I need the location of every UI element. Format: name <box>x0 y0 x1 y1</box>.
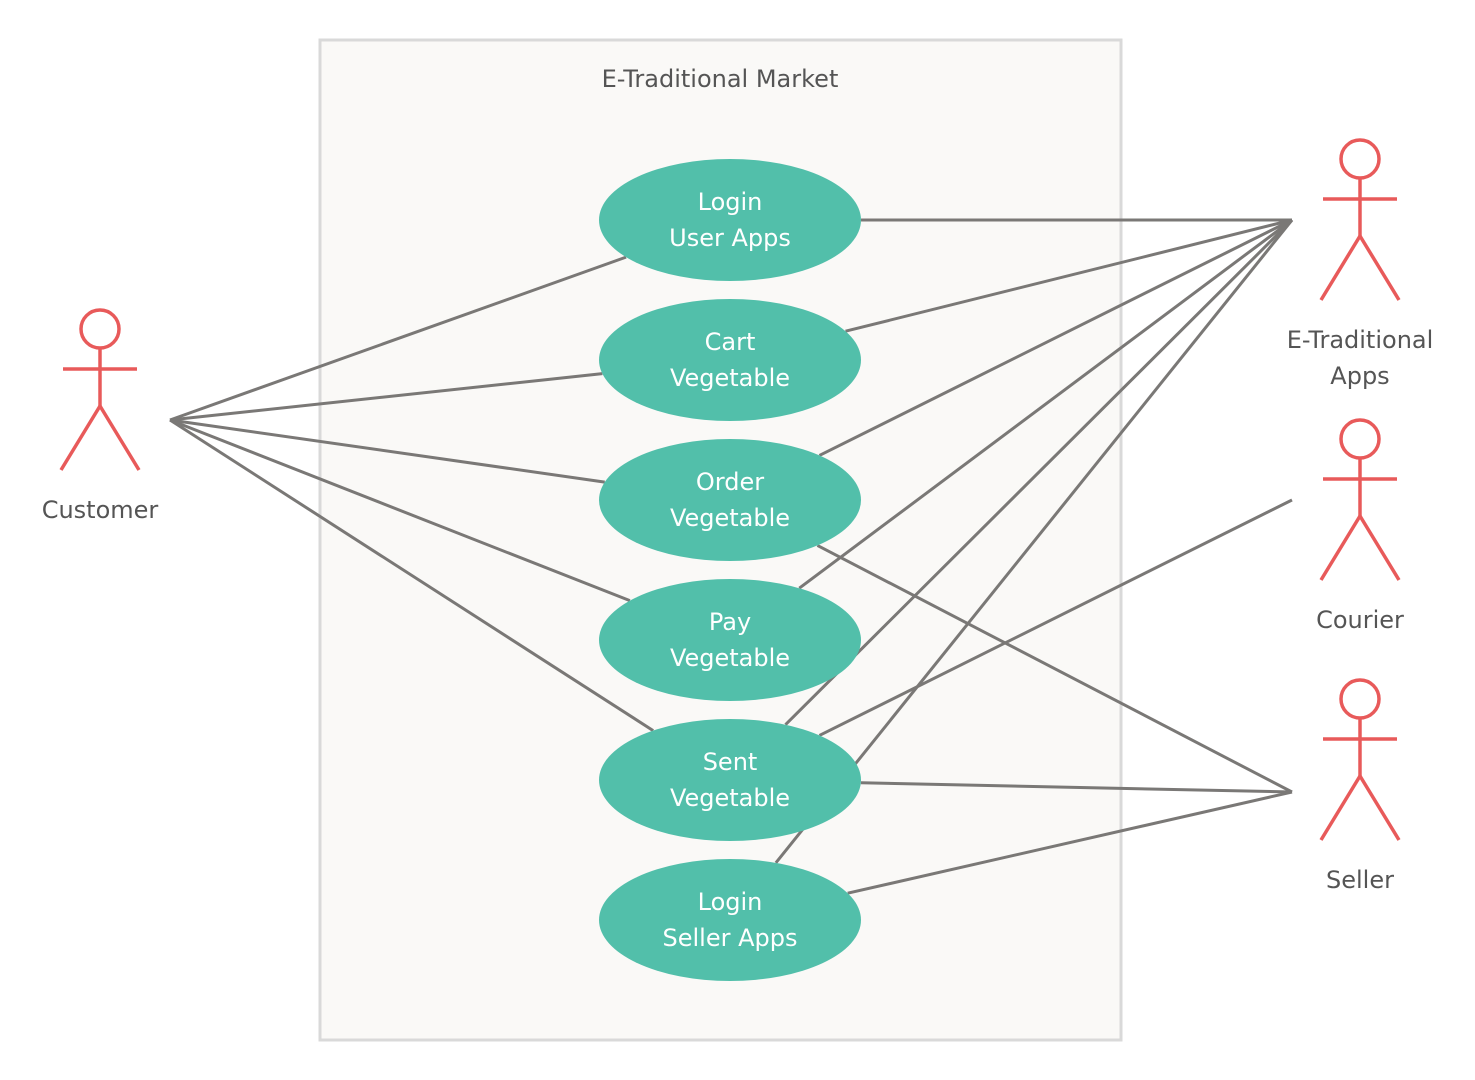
association-etrad-order <box>818 218 1293 457</box>
actor-label: Seller <box>1326 866 1394 894</box>
use-case-label: Order <box>696 468 764 496</box>
actor-label: E-Traditional <box>1287 326 1434 354</box>
association-customer-cart <box>169 372 603 422</box>
use-case-label: Login <box>698 188 763 216</box>
use-case-ellipse <box>599 299 861 421</box>
association-seller-order <box>816 544 1293 794</box>
association-etrad-pay <box>798 218 1293 590</box>
use-case-ellipse <box>599 159 861 281</box>
use-case-label: Sent <box>703 748 758 776</box>
actor-label: Courier <box>1316 606 1404 634</box>
stick-figure-icon <box>1319 418 1401 581</box>
use-case-label: Vegetable <box>670 784 790 812</box>
use-case-label: Login <box>698 888 763 916</box>
stick-figure-icon <box>59 308 141 471</box>
use-case-ellipse <box>599 579 861 701</box>
use-case-ellipse <box>599 439 861 561</box>
actor-customer[interactable]: Customer <box>42 308 159 524</box>
stick-figure-icon <box>1319 678 1401 841</box>
association-customer-pay <box>169 418 631 603</box>
association-etrad-sent <box>784 218 1294 726</box>
association-seller-login-seller <box>847 790 1293 895</box>
association-courier-sent <box>818 498 1293 737</box>
use-case-label: Cart <box>705 328 756 356</box>
association-customer-sent <box>169 418 654 732</box>
system-title: E-Traditional Market <box>602 65 839 93</box>
use-case-label: Seller Apps <box>663 924 798 952</box>
association-etrad-login-seller <box>774 219 1294 864</box>
actor-courier[interactable]: Courier <box>1316 418 1404 634</box>
use-case-ellipse <box>599 859 861 981</box>
association-customer-order <box>169 418 605 484</box>
stick-figure-icon <box>1319 138 1401 301</box>
association-seller-sent <box>860 781 1293 794</box>
associations <box>169 218 1294 895</box>
use-case-label: User Apps <box>669 224 791 252</box>
association-etrad-cart <box>845 218 1293 333</box>
use-case-label: Vegetable <box>670 364 790 392</box>
association-customer-login-user <box>169 255 627 422</box>
actor-seller[interactable]: Seller <box>1319 678 1401 894</box>
use-case-ellipse <box>599 719 861 841</box>
actor-label: Customer <box>42 496 159 524</box>
use-case-label: Vegetable <box>670 504 790 532</box>
use-case-label: Vegetable <box>670 644 790 672</box>
use-case-label: Pay <box>709 608 751 636</box>
actor-label: Apps <box>1330 362 1389 390</box>
